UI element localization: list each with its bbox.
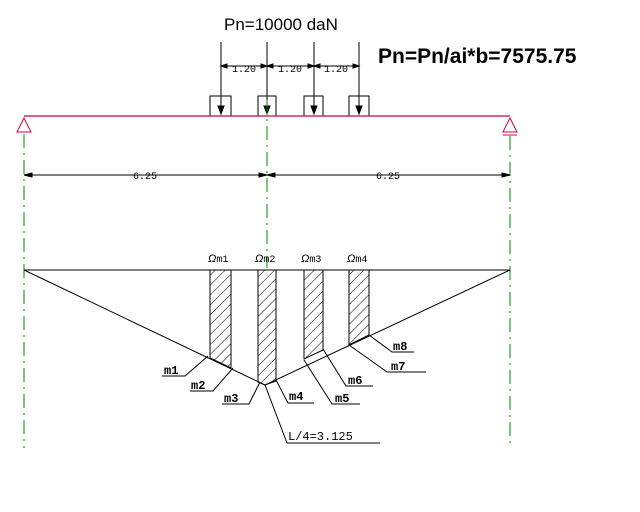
ordinate-label-m6: m6	[348, 374, 362, 388]
ordinate-areas	[209, 269, 370, 386]
wheel-spacing-3: 1.20	[324, 65, 348, 76]
load-arrows	[217, 42, 363, 116]
area-label-1: Ωm1	[208, 253, 228, 266]
area-label-3: Ωm3	[301, 253, 321, 266]
ordinate-label-m1: m1	[164, 364, 178, 378]
span-right-label: 6.25	[376, 172, 400, 183]
left-support	[16, 116, 32, 133]
wheel-spacing-dimension	[219, 63, 361, 69]
wheel-spacing-1: 1.20	[232, 65, 256, 76]
reduced-load-formula: Pn=Pn/ai*b=7575.75	[378, 45, 577, 68]
ordinate-label-m2: m2	[191, 379, 205, 393]
area-m3	[303, 269, 324, 360]
axis-lines	[23, 100, 511, 448]
area-label-2: Ωm2	[255, 253, 275, 266]
load-label: Pn=10000 daN	[224, 15, 338, 34]
max-ordinate-label: L/4=3.125	[288, 430, 353, 444]
ordinate-label-m7: m7	[391, 360, 405, 374]
span-left-label: 6.25	[133, 172, 157, 183]
area-m2	[257, 269, 277, 386]
wheel-boxes	[209, 95, 370, 117]
ordinate-label-m3: m3	[224, 392, 238, 406]
ordinate-label-m8: m8	[393, 340, 407, 354]
area-m4	[348, 269, 370, 346]
ordinate-label-m4: m4	[289, 390, 303, 404]
area-label-4: Ωm4	[347, 253, 367, 266]
ordinate-leaders	[162, 334, 426, 444]
right-support	[502, 116, 518, 136]
ordinate-label-m5: m5	[335, 392, 349, 406]
wheel-spacing-2: 1.20	[278, 65, 302, 76]
area-m1	[209, 269, 232, 369]
span-dimension	[23, 172, 511, 178]
